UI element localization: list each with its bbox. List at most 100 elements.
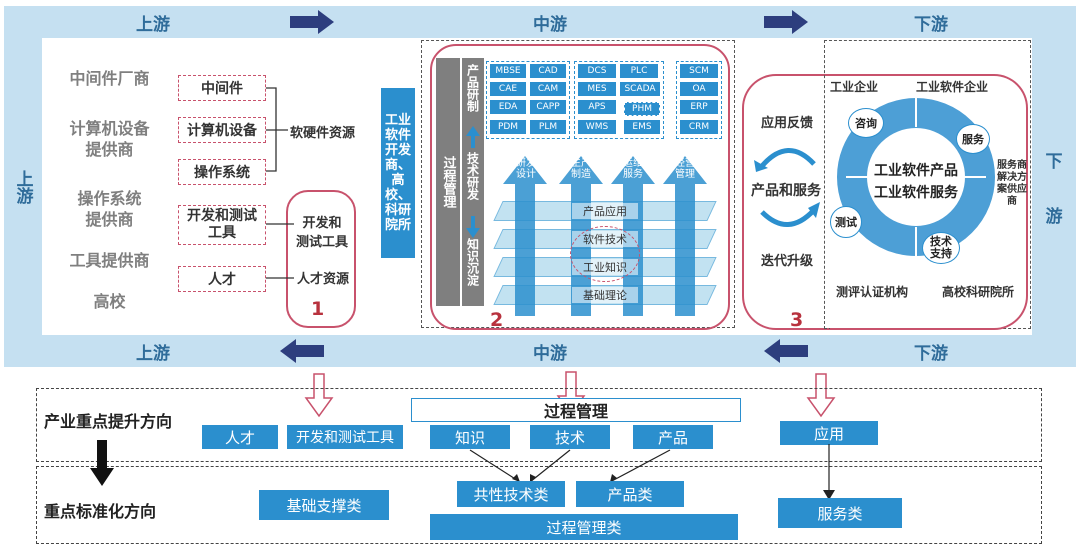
iterate-upgrade: 迭代升级 (760, 254, 813, 269)
chip-scm: SCM (680, 64, 718, 78)
upstream-resources-ellipse (286, 190, 356, 328)
talent-resources: 人才资源 (296, 272, 349, 287)
chip-erp: ERP (680, 100, 718, 114)
chip-cam: CAM (530, 82, 566, 96)
focus-talent: 人才 (202, 425, 278, 449)
chip-crm: CRM (680, 120, 718, 134)
arrow-rd-design: 研发 设计 (516, 158, 536, 180)
rd-bar (462, 58, 484, 306)
chip-plm: PLM (530, 120, 566, 134)
std-common-tech: 共性技术类 (457, 481, 565, 507)
top-midstream-label: 中游 (533, 14, 567, 35)
chip-cae: CAE (490, 82, 526, 96)
right-side-label-1: 下 (1045, 151, 1063, 172)
rd-flow-arrows-icon (466, 126, 480, 238)
knowledge-label: 知识沉淀 (462, 238, 484, 286)
focus-devtools: 开发和测试工具 (287, 425, 403, 449)
chip-cad: CAD (530, 64, 566, 78)
certification-agency: 测评认证机构 (836, 285, 909, 299)
bottom-band-downstream: 下游 (830, 335, 1032, 367)
service-ring (837, 97, 995, 257)
layer-basic-theory: 基础理论 (572, 287, 638, 303)
application-feedback: 应用反馈 (760, 116, 813, 131)
knowledge-text: 知识沉淀 (465, 238, 480, 286)
top-band-upstream: 上游 (42, 6, 264, 38)
software-enterprise: 工业软件企业 (916, 80, 989, 94)
bottom-band-upstream: 上游 (42, 335, 264, 367)
left-side-bar: 上游 (4, 6, 42, 367)
prod-dev-text: 产品研制 (465, 64, 480, 112)
std-product: 产品类 (576, 481, 684, 507)
resource-computer: 计算机设备 (178, 117, 266, 143)
provider-tools: 工具提供商 (69, 251, 150, 270)
bottom-midstream-label: 中游 (533, 343, 567, 364)
chip-aps: APS (578, 100, 616, 114)
focus-process: 过程管理 (411, 398, 741, 422)
midstream-pink-frame (430, 44, 730, 330)
provider-middleware: 中间件厂商 (69, 69, 150, 88)
std-basic-support: 基础支撑类 (259, 490, 389, 520)
industrial-enterprise: 工业企业 (830, 80, 879, 94)
chip-eda: EDA (490, 100, 526, 114)
left-side-label: 上游 (12, 169, 33, 204)
row2-label: 重点标准化方向 (44, 502, 157, 521)
process-bar: 过程管理 (436, 58, 460, 306)
resource-talent: 人才 (178, 266, 266, 292)
top-arrow-right-icon (290, 10, 334, 34)
chip-wms: WMS (578, 120, 616, 134)
downstream-pink-frame (742, 74, 830, 330)
converge-arrows (469, 449, 671, 483)
section-number-2: 2 (490, 309, 504, 331)
right-side-label-2: 游 (1045, 206, 1063, 227)
focus-application: 应用 (780, 421, 878, 445)
service-provider: 服务商 解决方 案供应 商 (997, 160, 1027, 207)
top-arrow-right-icon-2 (764, 10, 808, 34)
tech-dev-label: 技术研发 (462, 152, 484, 200)
focus-tech: 技术 (530, 425, 610, 449)
resource-os: 操作系统 (178, 159, 266, 185)
process-label: 过程管理 (440, 156, 456, 208)
arrow-business-mgmt: 经营 管理 (675, 158, 695, 180)
center-service: 工业软件服务 (874, 185, 958, 201)
top-downstream-label: 下游 (914, 14, 948, 35)
chip-capp: CAPP (530, 100, 566, 114)
upstream-bracket (266, 87, 288, 172)
provider-university: 高校 (93, 292, 126, 311)
row1-label: 产业重点提升方向 (44, 412, 173, 431)
section-number-3: 3 (790, 309, 804, 331)
center-product: 工业软件产品 (874, 163, 958, 179)
tech-dev-text: 技术研发 (465, 152, 480, 200)
core-highlight-ellipse (570, 226, 640, 282)
universities-institutes: 高校科研院所 (942, 285, 1015, 299)
vendor-label: 工业软件开发商、高校、科研院所 (385, 113, 412, 233)
connector-lines (266, 223, 294, 279)
provider-os: 操作系统 提供商 (77, 189, 142, 229)
prod-dev-label: 产品研制 (462, 64, 484, 112)
chip-pdm: PDM (490, 120, 526, 134)
focus-product: 产品 (633, 425, 713, 449)
chip-plc: PLC (620, 64, 658, 78)
application-down-arrow (823, 444, 835, 500)
chip-mes: MES (578, 82, 616, 96)
arrow-production: 生产 制造 (571, 158, 591, 180)
node-test: 测试 (830, 206, 862, 238)
std-service: 服务类 (778, 498, 902, 528)
chip-dcs: DCS (578, 64, 616, 78)
top-upstream-label: 上游 (136, 14, 170, 35)
bottom-row2-frame (36, 466, 1042, 544)
bottom-arrow-left-icon (280, 339, 324, 363)
right-side-bar: 下 游 (1032, 6, 1076, 367)
resource-devtools: 开发和测试 工具 (178, 205, 266, 245)
top-band-downstream: 下游 (830, 6, 1032, 38)
arrow-ops-service: 运维 服务 (623, 158, 643, 180)
std-process-mgmt: 过程管理类 (430, 514, 738, 540)
downstream-pink-frame-right (830, 74, 1028, 330)
chip-mbse: MBSE (490, 64, 526, 78)
bottom-row1-frame (36, 388, 1042, 462)
vendor-vertical-bar: 工业软件开发商、高校、科研院所 (381, 88, 415, 258)
layer-product-application: 产品应用 (572, 203, 638, 219)
node-consult: 咨询 (848, 108, 884, 138)
focus-knowledge: 知识 (430, 425, 510, 449)
midstream-dashed-frame (421, 40, 735, 328)
cycle-arrows-icon (754, 148, 820, 227)
